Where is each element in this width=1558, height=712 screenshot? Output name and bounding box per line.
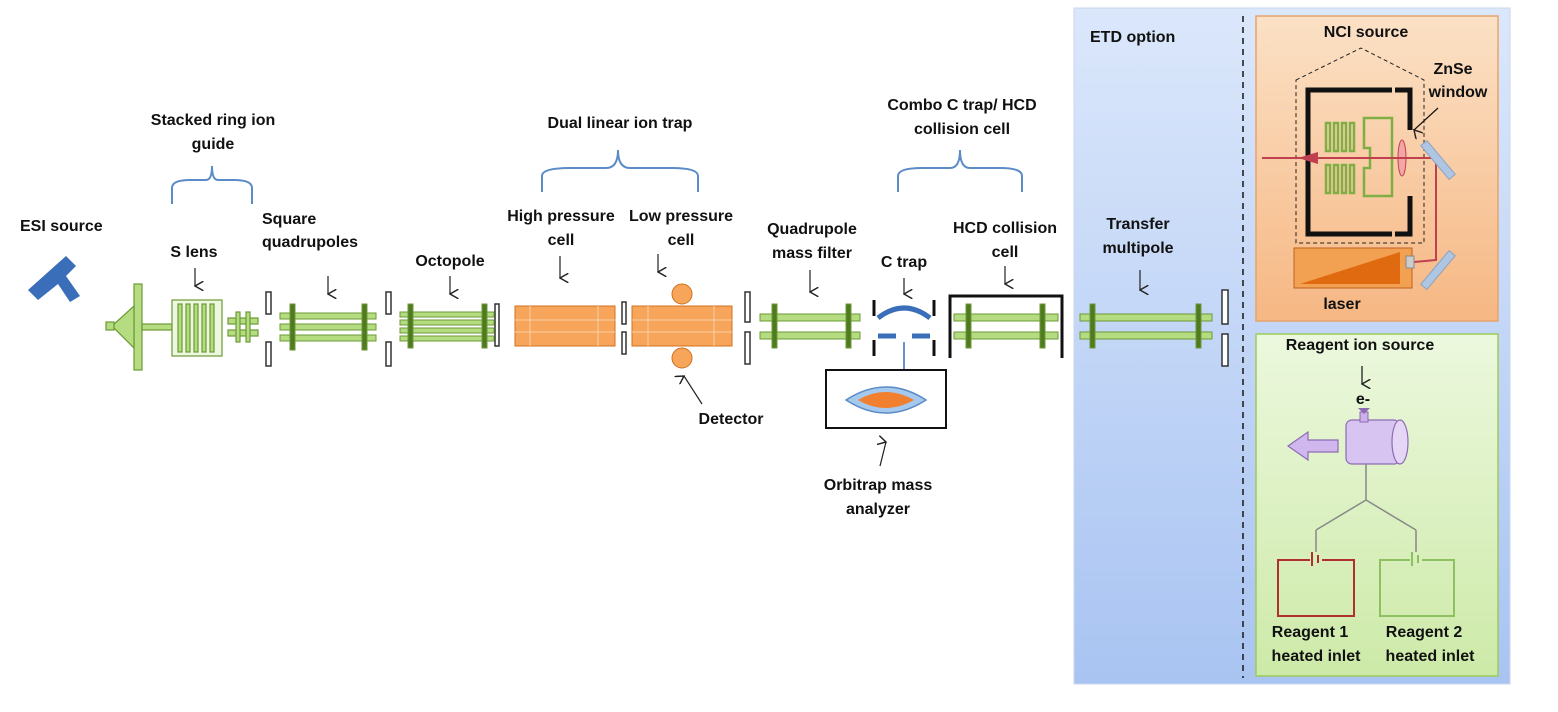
label-square-quad-line2: quadrupoles [262, 234, 359, 251]
low-pressure-cell [631, 283, 733, 369]
transfer-multipole [1079, 303, 1213, 349]
label-high-pressure-line1: High pressure [507, 208, 615, 225]
reagent-2-inlet [1379, 552, 1455, 617]
high-pressure-cell [514, 305, 616, 347]
label-znse-line2: window [1428, 84, 1488, 101]
label-hcd-line2: cell [991, 244, 1019, 261]
label-detector: Detector [698, 411, 764, 428]
square-quadrupoles [279, 303, 377, 351]
label-orbitrap-line2: analyzer [845, 501, 911, 518]
label-high-pressure-line2: cell [547, 232, 575, 249]
brace-combo-c-trap [897, 149, 1023, 192]
c-trap [872, 300, 936, 384]
label-znse-line1: ZnSe [1433, 61, 1473, 78]
label-low-pressure-line1: Low pressure [628, 208, 734, 225]
label-orbitrap-line1: Orbitrap mass [823, 477, 933, 494]
mirror-icon [1420, 249, 1456, 291]
nci-dashed-enclosure [1295, 47, 1425, 244]
label-etd-option: ETD option [1090, 29, 1176, 46]
label-reagent1-line1: Reagent 1 [1271, 624, 1349, 641]
beam-arrowhead [1298, 152, 1318, 164]
label-reagent2-line2: heated inlet [1385, 648, 1475, 665]
s-lens [105, 283, 259, 371]
label-quad-mass-filter-line2: mass filter [771, 245, 853, 262]
label-dual-linear-ion-trap: Dual linear ion trap [547, 115, 693, 132]
reagent-ion-source-icon [1345, 408, 1409, 465]
esi-sprayer-icon [28, 256, 80, 302]
label-hcd-line1: HCD collision [952, 220, 1057, 237]
label-quad-mass-filter-line1: Quadrupole [767, 221, 857, 238]
label-reagent2-line1: Reagent 2 [1385, 624, 1463, 641]
laser-icon [1293, 247, 1415, 289]
label-transfer-line1: Transfer [1106, 216, 1170, 233]
arrow-left-icon [1286, 430, 1339, 462]
nci-ion-guide [1324, 116, 1394, 198]
label-reagent1-line2: heated inlet [1271, 648, 1361, 665]
nci-housing-right-top [1395, 87, 1413, 130]
label-stacked-ring-line2: guide [191, 136, 235, 153]
reagent-tubing [1315, 464, 1417, 552]
label-c-trap: C trap [880, 254, 928, 271]
label-esi-source: ESI source [20, 218, 103, 235]
hcd-collision-cell [948, 294, 1064, 358]
reagent-ion-source-panel [1255, 333, 1499, 677]
label-nci-source: NCI source [1323, 24, 1409, 41]
brace-dual-linear-ion-trap [541, 149, 699, 192]
label-combo-line1: Combo C trap/ HCD [887, 97, 1037, 114]
label-laser: laser [1323, 296, 1361, 313]
label-stacked-ring-line1: Stacked ring ion [150, 112, 276, 129]
mirror-icon [1420, 139, 1456, 181]
label-square-quad-line1: Square [262, 211, 317, 228]
label-s-lens: S lens [170, 244, 218, 261]
nci-housing [1305, 87, 1392, 237]
nci-housing-right-bottom [1395, 196, 1413, 237]
octopole [399, 303, 495, 349]
pointer-arrows [195, 254, 1140, 467]
label-low-pressure-line2: cell [667, 232, 695, 249]
aperture-electrodes [265, 289, 1229, 367]
label-transfer-line2: multipole [1102, 240, 1174, 257]
label-reagent-ion-source: Reagent ion source [1285, 337, 1435, 354]
quadrupole-mass-filter [759, 303, 861, 349]
label-octopole: Octopole [415, 253, 485, 270]
orbitrap-mass-analyzer [825, 369, 947, 429]
label-combo-line2: collision cell [913, 121, 1011, 138]
label-electron: e- [1355, 391, 1371, 408]
reagent-1-inlet [1277, 552, 1355, 617]
brace-stacked-ring [171, 165, 253, 204]
